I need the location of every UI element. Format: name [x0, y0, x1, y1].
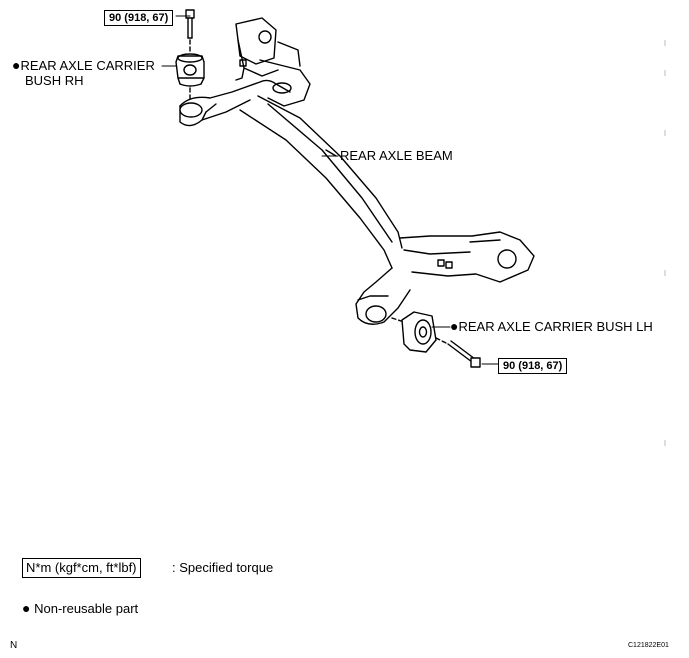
legend-nonreusable-text: Non-reusable part: [34, 601, 139, 616]
bush-rh-label: ●REAR AXLE CARRIER BUSH RH: [12, 57, 155, 89]
legend-nonreusable: ● Non-reusable part: [22, 600, 138, 617]
bolt-lh-icon: [447, 340, 481, 368]
torque-label-top: 90 (918, 67): [104, 10, 174, 26]
bush-rh-label-line1: REAR AXLE CARRIER: [20, 58, 155, 73]
torque-label-bottom: 90 (918, 67): [498, 358, 568, 374]
rh-bracket: [235, 17, 311, 107]
non-reusable-dot-icon: ●: [22, 600, 31, 616]
lh-bracket: [399, 231, 535, 283]
bush-rh-icon: [175, 53, 205, 87]
legend-torque-description: : Specified torque: [172, 560, 274, 575]
legend-torque-unit-box: N*m (kgf*cm, ft*lbf): [22, 558, 141, 578]
footer-left-mark: N: [10, 640, 18, 651]
main-beam: [239, 95, 403, 269]
figure-code: C121822E01: [628, 642, 669, 649]
bush-lh-label-text: REAR AXLE CARRIER BUSH LH: [458, 319, 653, 334]
rear-axle-beam-label: REAR AXLE BEAM: [340, 148, 453, 163]
bush-rh-label-line2: BUSH RH: [25, 73, 84, 88]
bush-lh-icon: [401, 311, 437, 353]
rh-carrier-arm: [179, 79, 291, 127]
non-reusable-dot-icon: ●: [450, 318, 459, 334]
bush-lh-label: ●REAR AXLE CARRIER BUSH LH: [450, 318, 653, 335]
non-reusable-dot-icon: ●: [12, 57, 21, 73]
bolt-rh-icon: [185, 9, 195, 39]
lh-carrier-arm: [355, 267, 411, 325]
